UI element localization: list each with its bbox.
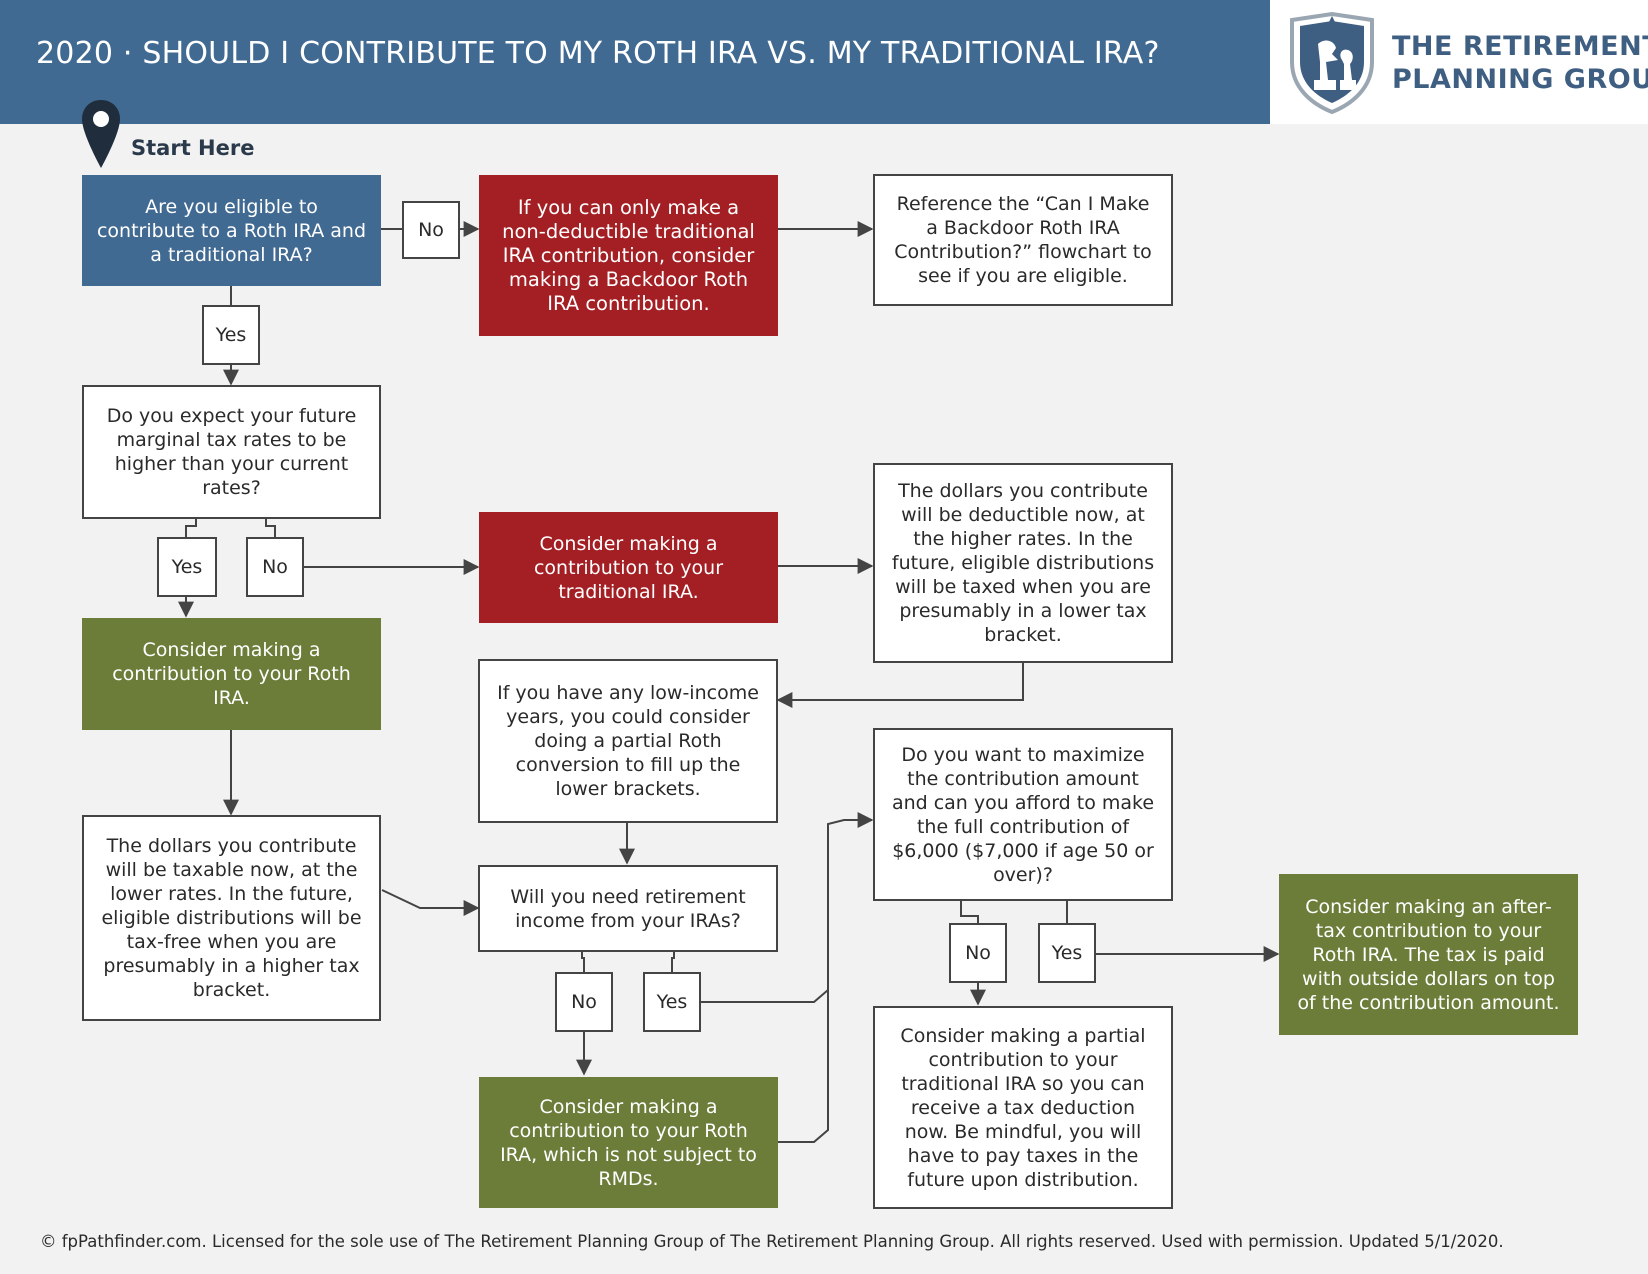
question-future-rates: Do you expect your future marginal tax r… (82, 385, 381, 519)
label-yes-rates: Yes (157, 537, 217, 597)
info-taxable-now: The dollars you contribute will be taxab… (82, 815, 381, 1021)
header-bar: 2020 · SHOULD I CONTRIBUTE TO MY ROTH IR… (0, 0, 1270, 124)
footer-copyright: © fpPathfinder.com. Licensed for the sol… (40, 1232, 1504, 1251)
label-no-eligible: No (402, 201, 460, 259)
question-need-income: Will you need retirement income from you… (478, 865, 778, 952)
page-title: 2020 · SHOULD I CONTRIBUTE TO MY ROTH IR… (36, 36, 1160, 71)
label-no-rates: No (246, 537, 304, 597)
outcome-backdoor-roth: If you can only make a non-deductible tr… (479, 175, 778, 336)
outcome-roth-no-rmd: Consider making a contribution to your R… (479, 1077, 778, 1208)
label-no-income: No (555, 972, 613, 1032)
question-maximize-contribution: Do you want to maximize the contribution… (873, 728, 1173, 901)
question-eligible: Are you eligible to contribute to a Roth… (82, 175, 381, 286)
outcome-roth-ira: Consider making a contribution to your R… (82, 618, 381, 730)
logo-line-1: THE RETIREMENT (1392, 31, 1648, 62)
info-deductible-now: The dollars you contribute will be deduc… (873, 463, 1173, 663)
outcome-traditional-ira: Consider making a contribution to your t… (479, 512, 778, 623)
start-here-label: Start Here (131, 136, 255, 160)
logo: THE RETIREMENT PLANNING GROUP (1270, 0, 1648, 124)
location-pin-icon (82, 100, 120, 168)
label-no-maximize: No (949, 923, 1007, 983)
info-low-income-years: If you have any low-income years, you co… (478, 659, 778, 823)
info-partial-traditional: Consider making a partial contribution t… (873, 1006, 1173, 1209)
info-reference-flowchart: Reference the “Can I Make a Backdoor Rot… (873, 174, 1173, 306)
label-yes-maximize: Yes (1038, 923, 1096, 983)
label-yes-income: Yes (643, 972, 701, 1032)
logo-text: THE RETIREMENT PLANNING GROUP (1392, 30, 1648, 96)
label-yes-eligible: Yes (202, 305, 260, 365)
shield-logo-icon (1290, 11, 1374, 114)
outcome-after-tax-roth: Consider making an after-tax contributio… (1279, 874, 1578, 1035)
logo-line-2: PLANNING GROUP (1392, 64, 1648, 95)
